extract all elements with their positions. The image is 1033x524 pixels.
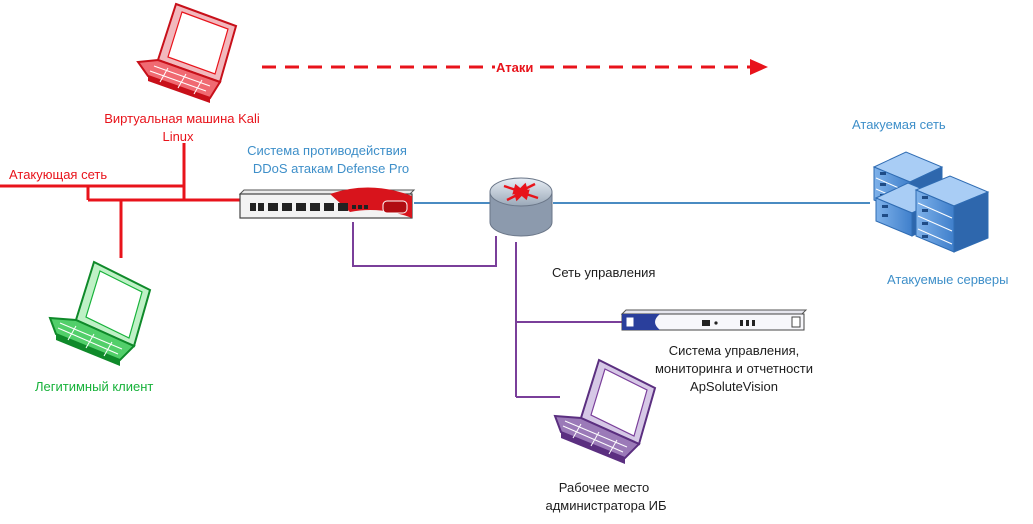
admin-workstation-label-line2: администратора ИБ [545,498,667,513]
admin-workstation-label-line1: Рабочее место [558,480,650,495]
apsolutevision-server-icon [620,309,808,331]
server-cluster-icon [872,151,990,253]
attacker-laptop-icon [136,2,238,103]
kali-vm-label-line2: Linux [162,129,194,144]
attack-arrow [262,59,768,75]
legit-client-laptop-icon [48,260,152,366]
kali-vm-label-line1: Виртуальная машина Kali [104,111,260,126]
defense-pro-appliance-icon [238,187,416,219]
defense-pro-label-line2: DDoS атакам Defense Pro [252,161,410,176]
attacks-label: Атаки [496,60,534,75]
server-tower-icon [914,175,990,253]
vision-label-line1: Система управления, [668,343,800,358]
router-icon [489,177,553,237]
management-network-lines [352,222,622,398]
legit-client-label: Легитимный клиент [35,379,154,394]
attacked-servers-label: Атакуемые серверы [887,272,1009,287]
vision-label-line2: мониторинга и отчетности [654,361,814,376]
vision-label-line3: ApSoluteVision [690,379,778,394]
attacking-network-label: Атакующая сеть [9,167,108,182]
attacking-network-lines [0,143,240,258]
management-network-label: Сеть управления [552,265,656,280]
defense-pro-label-line1: Система противодействия [247,143,407,158]
attacked-network-label: Атакуемая сеть [852,117,946,132]
admin-laptop-icon [553,358,657,464]
